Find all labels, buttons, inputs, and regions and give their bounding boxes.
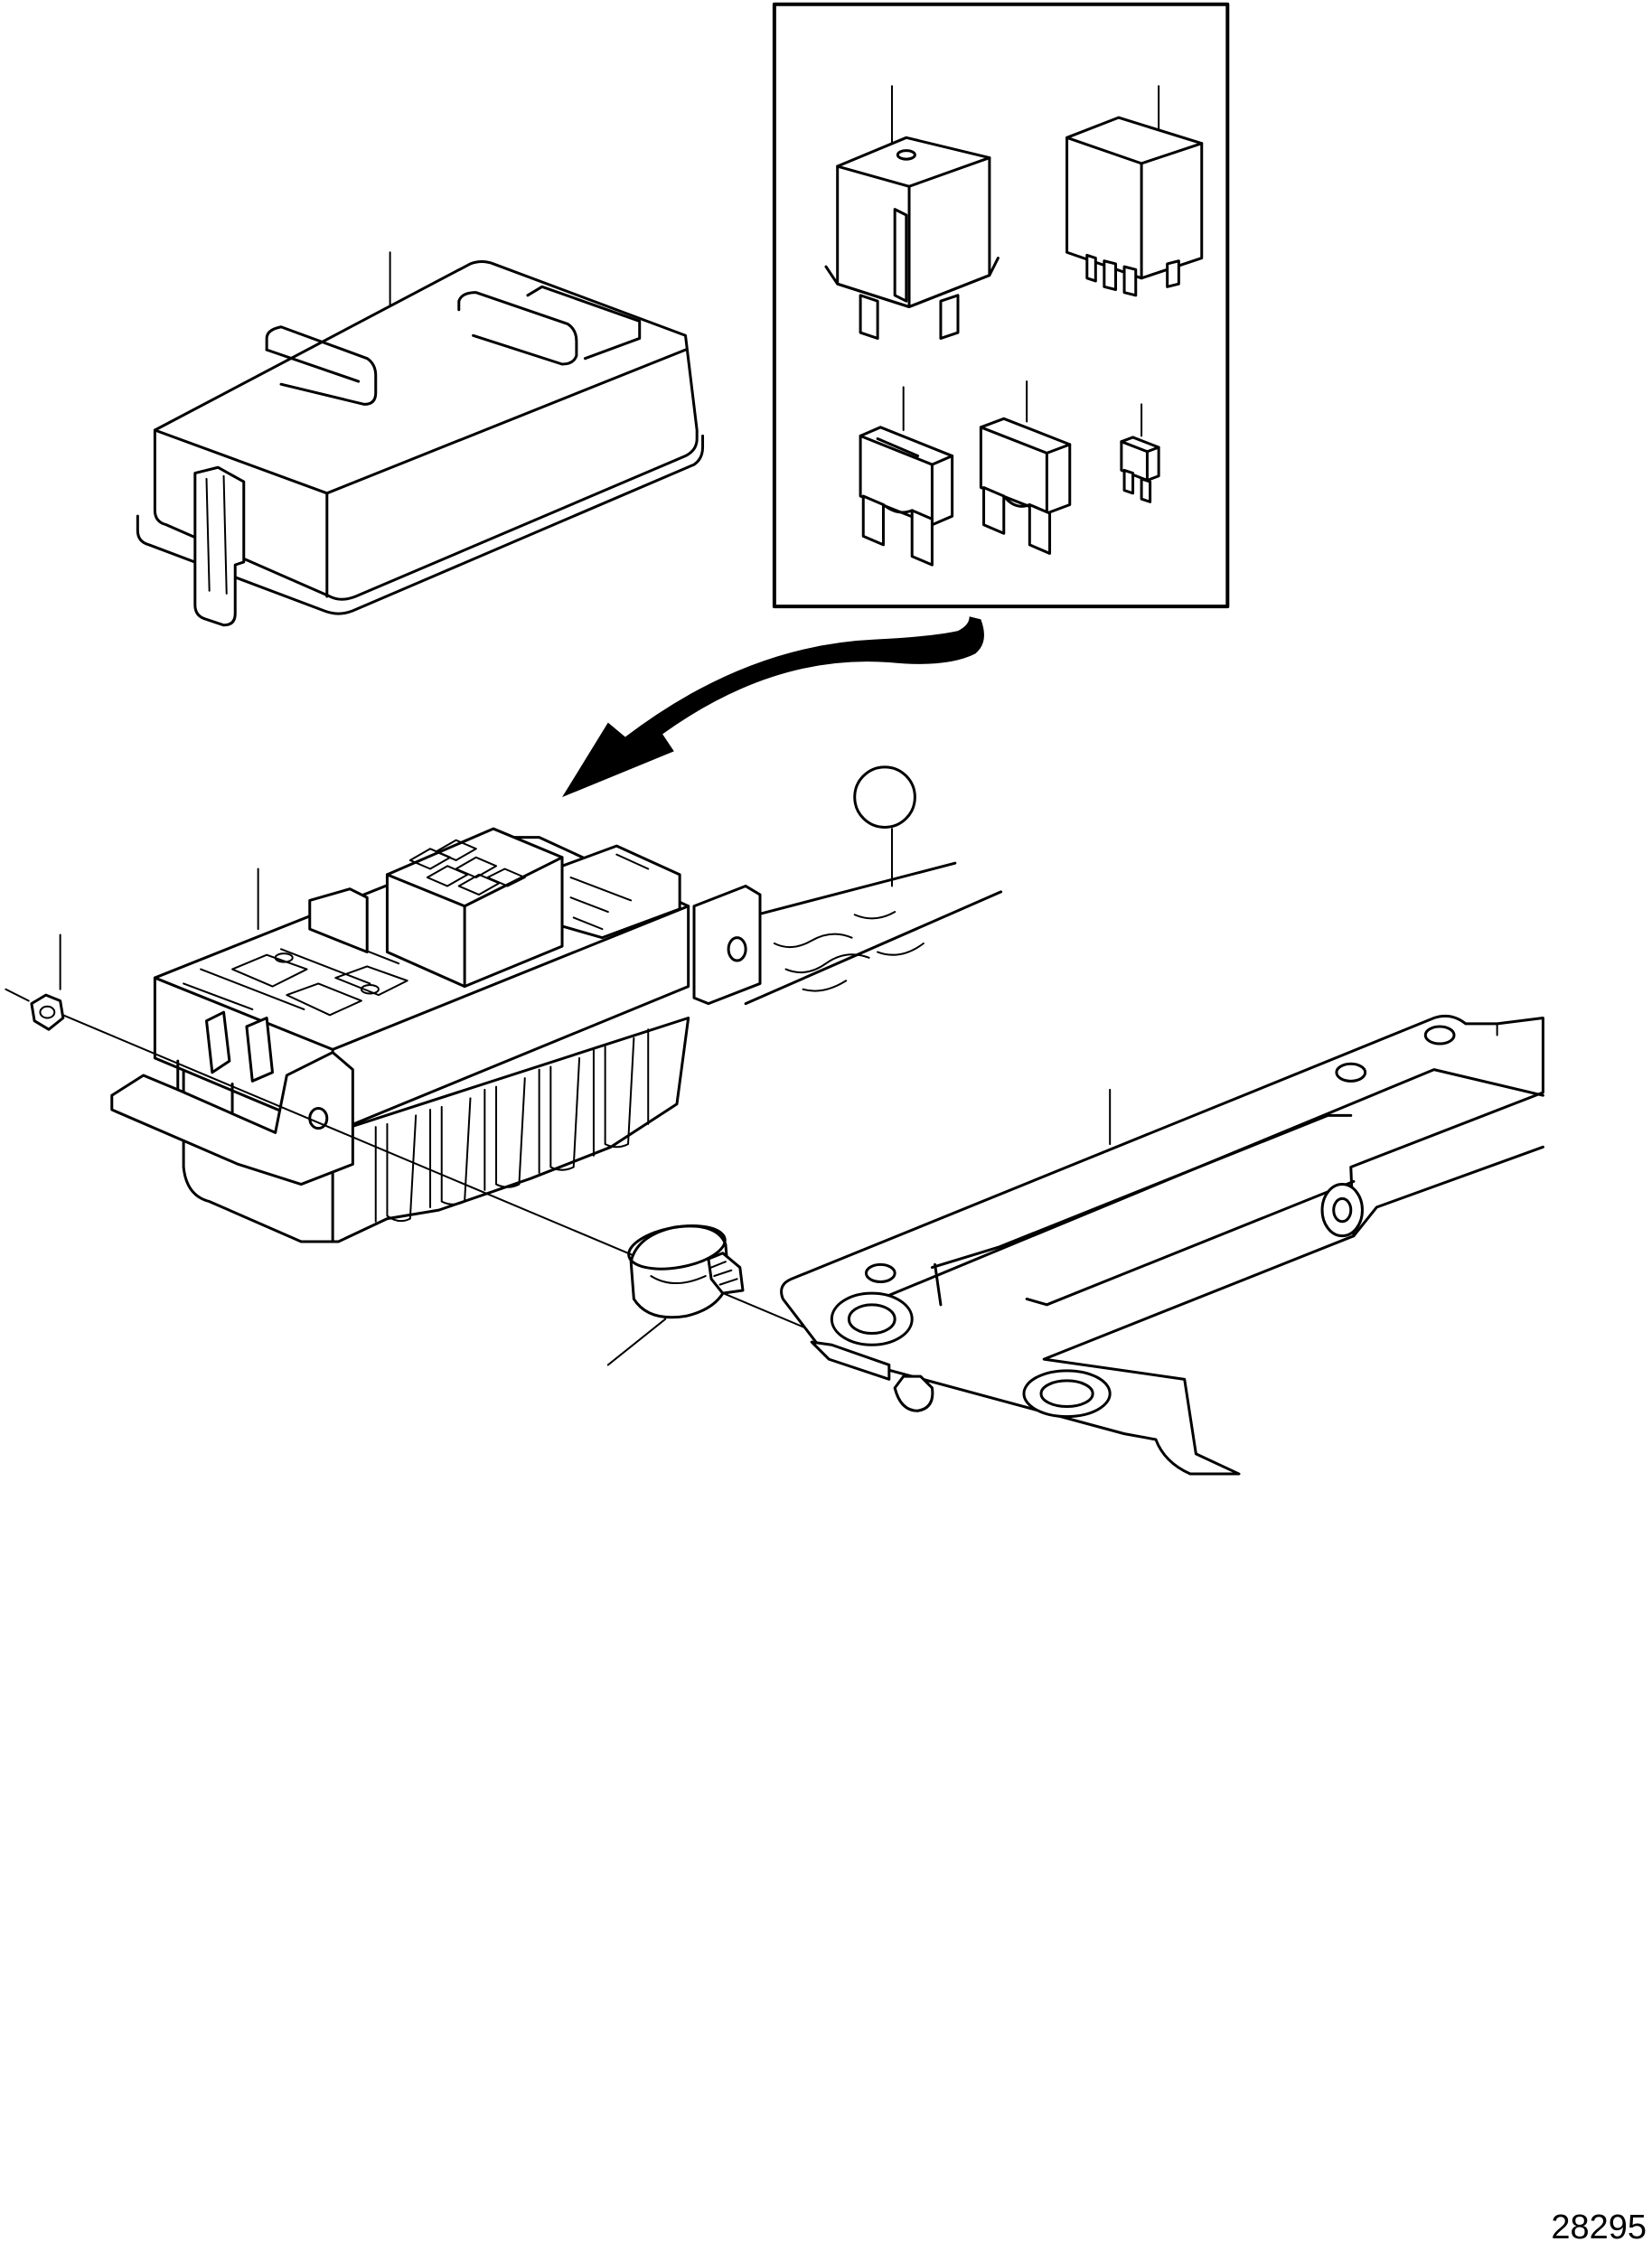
relay-mini: [1067, 86, 1202, 295]
cable-harness: [746, 767, 1000, 1004]
nut: [5, 934, 62, 1029]
relay-large: [826, 86, 998, 338]
curved-arrow: [562, 616, 984, 798]
relay-fuse-inset: [774, 5, 1227, 606]
mounting-bracket: [782, 1016, 1544, 1474]
rubber-mount: [608, 1219, 743, 1365]
fuse-relay-box: [112, 829, 760, 1242]
fuse-box-cover: [137, 252, 702, 625]
fuse-mini: [1122, 404, 1159, 502]
fuse-standard: [981, 381, 1069, 553]
figure-number: 28295: [1551, 2209, 1647, 2246]
fuse-maxi: [860, 387, 953, 565]
